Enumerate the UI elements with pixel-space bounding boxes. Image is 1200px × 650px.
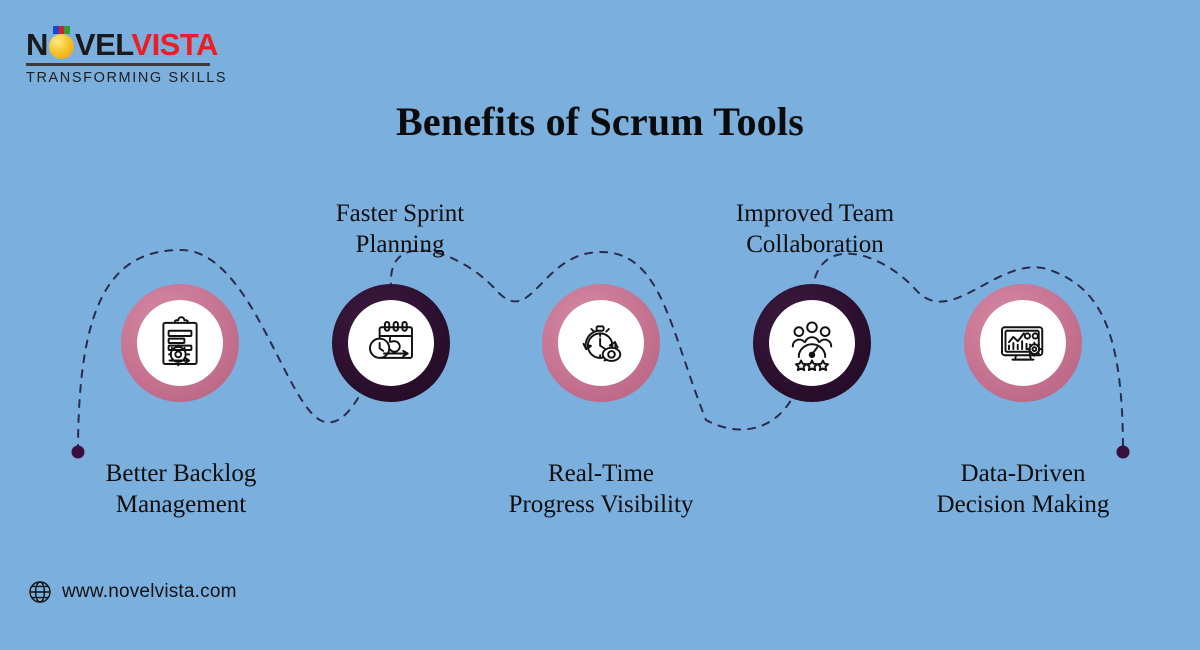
node-icon-circle-2 [348,300,434,386]
clipboard-gear-icon [162,316,198,367]
logo-text-vista: VISTA [131,27,218,62]
globe-icon [29,581,51,603]
logo-pixel-flags-icon [52,26,70,34]
logo-text-vel: VEL [74,27,132,62]
node-label-data-driven-decision-making: Data-Driven Decision Making [936,460,1110,518]
node-label-faster-sprint-planning: Faster Sprint Planning [335,200,465,258]
logo-wordmark: N VELVISTA [26,26,226,62]
team-gauge-stars-icon [791,321,833,371]
node-data-driven-decision-making[interactable] [964,284,1082,402]
node-label-improved-team-collaboration: Improved Team Collaboration [735,200,895,258]
calendar-clock-sprint-icon [369,321,413,359]
node-label-better-backlog-management: Better Backlog Management [105,460,257,518]
logo-o-ball-icon [48,26,75,59]
page-title: Benefits of Scrum Tools [396,99,804,144]
logo-tagline: TRANSFORMING SKILLS [26,70,228,86]
monitor-analytics-gear-icon [1001,326,1044,361]
logo-pixel-red [58,26,65,34]
node-label-real-time-progress-visibility: Real-Time Progress Visibility [508,460,694,518]
logo-ball-shape [48,34,74,59]
footer-website-url[interactable]: www.novelvista.com [62,581,237,602]
logo-pixel-green [64,26,70,34]
logo-text-n: N [26,27,48,62]
node-better-backlog-management[interactable] [121,284,239,402]
connector-end-dot [1116,445,1130,459]
brand-logo: N VELVISTA TRANSFORMING SKILLS [26,26,228,86]
logo-pixel-blue [52,26,59,34]
node-real-time-progress-visibility[interactable] [542,284,660,402]
node-icon-circle-4 [769,300,855,386]
logo-divider [26,63,210,66]
node-icon-circle-3 [558,300,644,386]
node-faster-sprint-planning[interactable] [332,284,450,402]
footer: www.novelvista.com [28,580,237,604]
node-icon-circle-5 [980,300,1066,386]
stopwatch-eye-icon [582,325,622,362]
node-improved-team-collaboration[interactable] [753,284,871,402]
node-icon-circle-1 [137,300,223,386]
connector-start-dot [71,445,85,459]
